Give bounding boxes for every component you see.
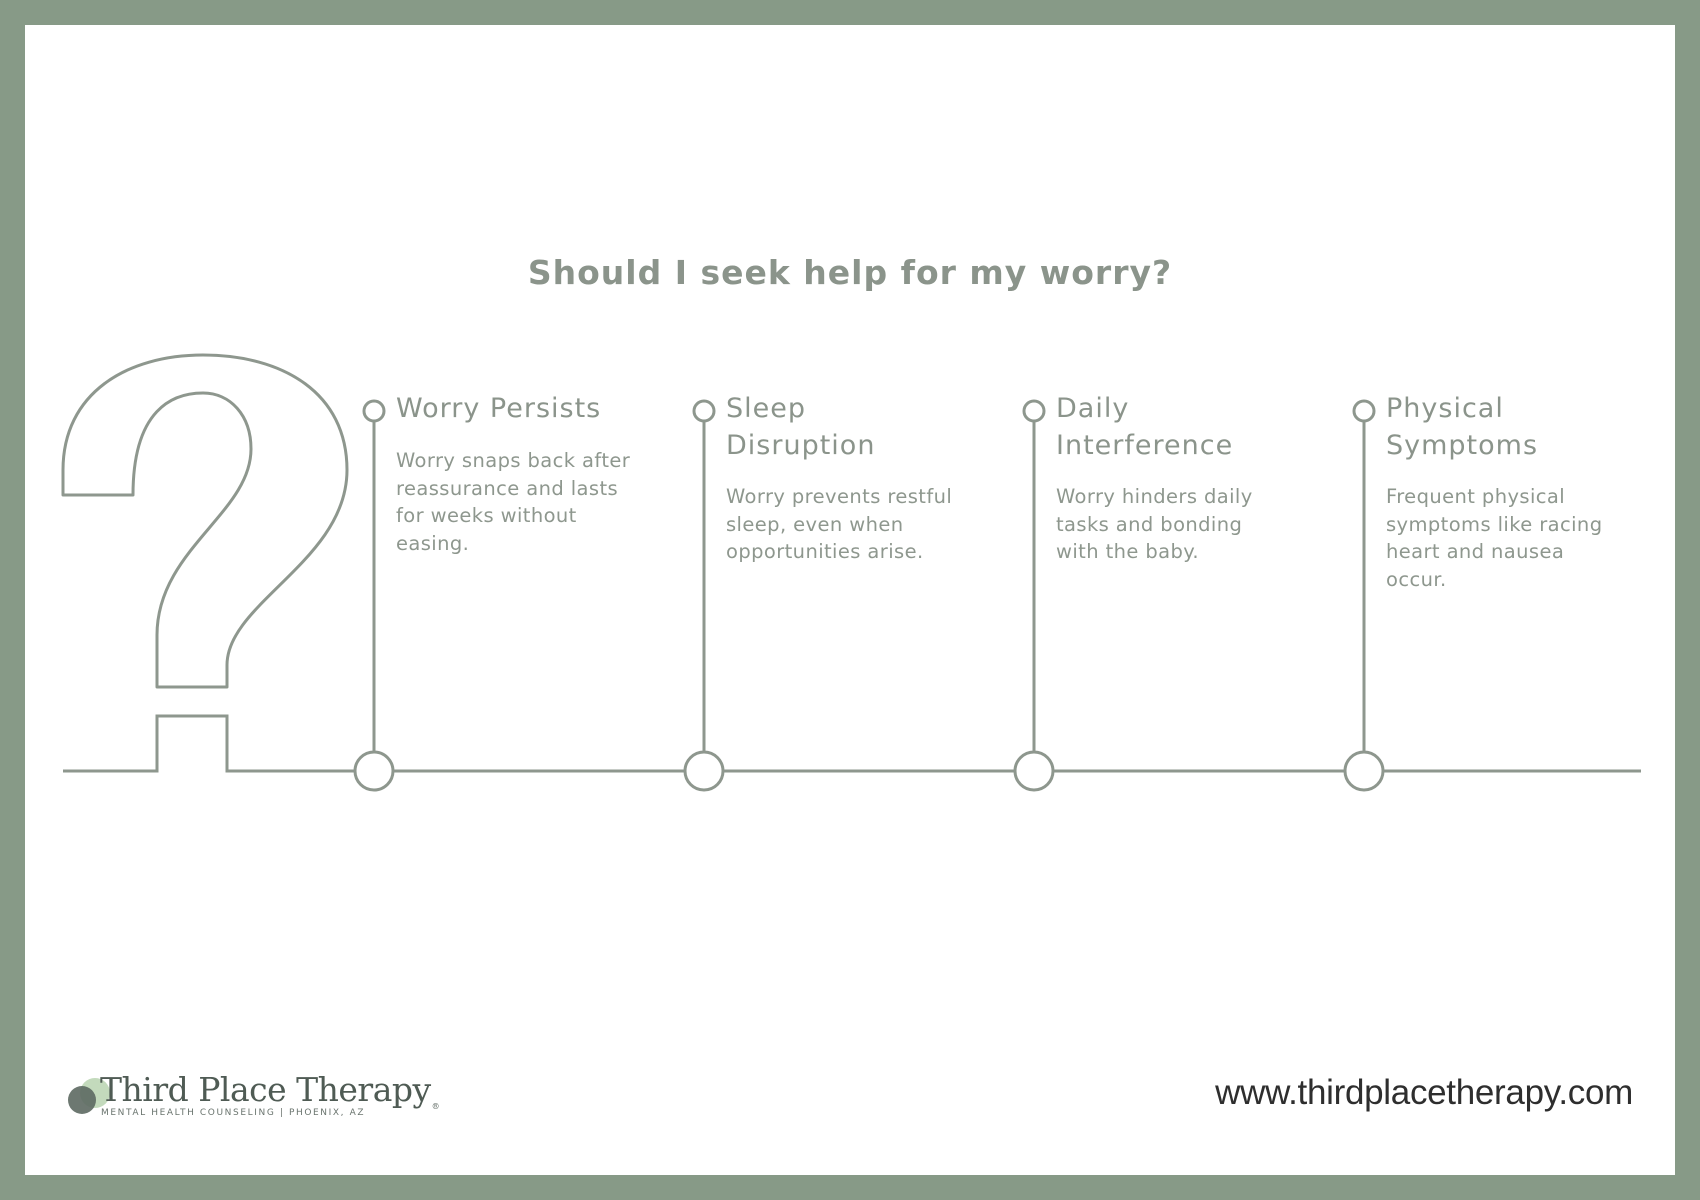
timeline-diagram <box>61 353 1641 792</box>
infographic-card: Should I seek help for my worry? <box>25 25 1675 1175</box>
page-title: Should I seek help for my worry? <box>527 253 1173 292</box>
step-title-line: Symptoms <box>1386 430 1539 461</box>
brand-logo[interactable]: Third Place Therapy® MENTAL HEALTH COUNS… <box>65 1070 445 1130</box>
step-title-worry-persists: Worry Persists <box>396 390 626 427</box>
step-title-line: Daily <box>1056 393 1130 424</box>
logo-circles-icon <box>68 1078 110 1114</box>
website-url[interactable]: www.thirdplacetherapy.com <box>1215 1073 1633 1112</box>
timeline-baseline <box>63 714 1641 773</box>
step-title-line: Worry Persists <box>396 393 602 424</box>
step-node-2 <box>683 750 725 792</box>
step-title-physical-symptoms: Physical Symptoms <box>1386 390 1616 464</box>
step-description-daily-interference: Worry hinders daily tasks and bonding wi… <box>1056 485 1253 563</box>
step-description-physical-symptoms: Frequent physical symptoms like racing h… <box>1386 485 1603 591</box>
step-marker-top-3 <box>1022 399 1046 423</box>
step-marker-top-2 <box>692 399 716 423</box>
step-description-worry-persists: Worry snaps back after reassurance and l… <box>396 449 631 555</box>
step-title-line: Sleep <box>726 393 807 424</box>
step-node-4 <box>1343 750 1385 792</box>
step-description-sleep-disruption: Worry prevents restful sleep, even when … <box>726 485 953 563</box>
step-title-line: Physical <box>1386 393 1504 424</box>
step-node-1 <box>353 750 395 792</box>
step-title-line: Interference <box>1056 430 1234 461</box>
logo-tagline: MENTAL HEALTH COUNSELING | PHOENIX, AZ <box>101 1108 366 1118</box>
step-title-sleep-disruption: Sleep Disruption <box>726 390 956 464</box>
step-node-3 <box>1013 750 1055 792</box>
registered-mark: ® <box>431 1101 440 1111</box>
step-title-daily-interference: Daily Interference <box>1056 390 1286 464</box>
question-mark-icon <box>61 353 349 689</box>
step-title-line: Disruption <box>726 430 876 461</box>
logo-wordmark: Third Place Therapy® <box>100 1070 440 1111</box>
step-marker-top-1 <box>362 399 386 423</box>
logo-name-text: Third Place Therapy <box>100 1070 431 1109</box>
step-marker-top-4 <box>1352 399 1376 423</box>
